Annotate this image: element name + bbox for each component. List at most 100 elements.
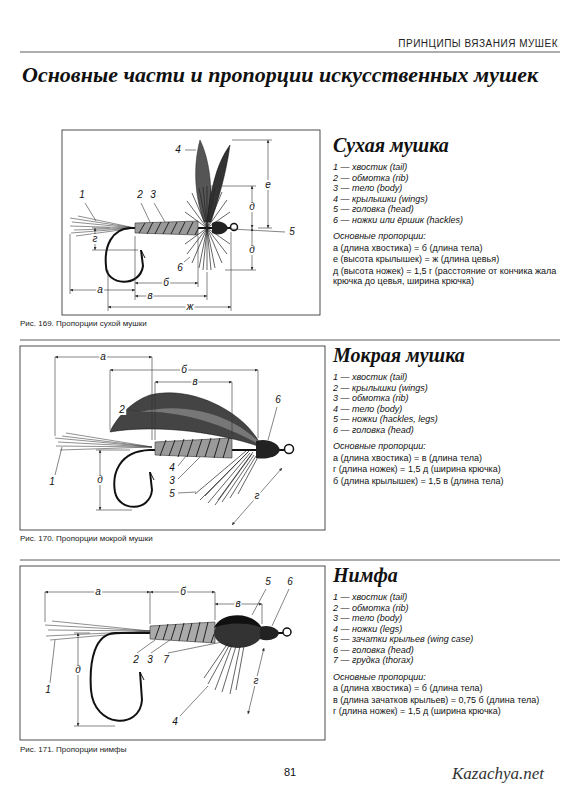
part-list-item: 3 — обмотка (rib) [333,393,571,404]
fly-body [135,221,198,235]
callout-label: а [96,285,104,295]
hook-eye [285,445,294,454]
dimension-line [248,648,264,714]
proportion-formula: г (длина ножек) = 1,5 д (ширина крючка) [333,464,571,475]
figure-caption: Рис. 170. Пропорции мокрой мушки [20,534,153,544]
tail-fibers [45,621,150,640]
page-rule [20,52,560,53]
running-header: ПРИНЦИПЫ ВЯЗАНИЯ МУШЕК [398,38,558,50]
proportion-formula: б (длина крылышек) = 1,5 в (длина тела) [333,476,571,487]
proportion-formula: в (длина зачатков крыльев) = 0,75 б (дли… [333,695,571,706]
callout-label: д [96,475,104,485]
callout-label: г [253,676,260,686]
nymph-drawing [45,615,291,720]
part-list-item: 7 — грудка (thorax) [333,655,571,666]
part-list-item: 1 — хвостик (tail) [333,162,571,173]
proportion-formula: а (длина хвостика) = б (длина тела) [333,683,571,694]
part-list-item: 3 — тело (body) [333,183,571,194]
callout-label: г [92,234,99,244]
dry-fly-drawing [70,140,238,282]
callout-label: 2 [118,405,126,415]
fly-wing [140,408,258,444]
leader-line [55,407,277,493]
hackle-fibers [195,450,258,505]
dimension-line [70,140,272,311]
part-list-item: 3 — тело (body) [333,613,571,624]
page-rule [20,560,560,561]
callout-label: в [191,377,198,387]
leader-line [85,150,285,262]
hackle-fibers [185,186,230,270]
part-list-item: 6 — головка (head) [333,645,571,656]
callout-label: ж [186,302,195,312]
fly-body [155,438,232,458]
dimension-line [55,357,282,525]
callout-label: 3 [146,655,154,665]
callout-label: 5 [168,489,176,499]
leader-line [50,589,289,716]
watermark: Kazachya.net [452,764,544,784]
section-heading: Сухая мушка [333,133,571,157]
fly-rib [139,222,198,235]
callout-label: д [248,202,256,212]
dimension-line [108,307,231,308]
callout-label: 4 [174,145,182,155]
proportion-formula: а (длина хвостика) = в (длина тела) [333,453,571,464]
fly-head [212,222,228,235]
callout-label: 1 [44,685,52,695]
callout-label: е [264,180,272,190]
fly-rib [160,438,229,458]
part-list-item: 2 — обмотка (rib) [333,173,571,184]
proportion-formula: г (длина ножек) = 1,5 д (ширина крючка) [333,706,571,717]
callout-label: 6 [286,577,294,587]
part-list-item: 4 — ножки (legs) [333,624,571,635]
callout-label: 1 [48,477,56,487]
dimension-line [78,633,79,726]
leg-fibers [204,643,244,694]
callout-label: 4 [171,717,179,727]
leader-line [50,589,289,716]
fly-head [256,440,280,459]
figure-frame [20,346,325,530]
proportions-heading: Основные пропорции: [333,672,571,683]
callout-label: д [74,665,82,675]
section-heading: Нимфа [333,563,571,587]
callout-label: в [234,599,241,609]
callout-label: 5 [288,227,296,237]
figure-caption: Рис. 169. Пропорции сухой мушки [20,319,147,329]
callout-label: б [179,587,187,597]
callout-label: в [146,291,153,301]
figure-frame [20,130,325,740]
callout-label: б [162,278,170,288]
figure-frame [62,130,320,315]
page-rule [20,340,560,341]
part-list-item: 5 — головка (head) [333,204,571,215]
hook-barb [150,472,154,480]
callout-label: а [94,587,102,597]
hook [114,450,285,507]
part-list-item: 2 — крылышки (wings) [333,383,571,394]
dimension-line [232,468,282,525]
section-heading: Мокрая мушка [333,343,571,367]
part-list-item: 5 — ножки (hackles, legs) [333,414,571,425]
leader-line [85,150,285,262]
page-title: Основные части и пропорции искусственных… [22,62,538,88]
callout-label: 2 [132,655,140,665]
proportion-formula: а (длина хвостика) = б (длина тела) [333,243,571,254]
callout-label: 3 [168,476,176,486]
dimension-line [55,357,258,510]
tail-fibers [70,216,135,236]
callout-label: 5 [264,577,272,587]
part-list-item: 2 — обмотка (rib) [333,603,571,614]
hook-eye [283,628,291,636]
callout-label: б [180,365,188,375]
proportion-formula: е (высота крылышек) = ж (длина цевья) [333,254,571,265]
callout-label: 6 [274,395,282,405]
callout-label: а [99,352,107,362]
dimension-line [70,140,272,311]
callout-label: 3 [149,190,157,200]
part-list-item: 5 — зачатки крыльев (wing case) [333,634,571,645]
part-list-item: 6 — ножки или ёршик (hackles) [333,215,571,226]
callout-label: д [248,245,256,255]
